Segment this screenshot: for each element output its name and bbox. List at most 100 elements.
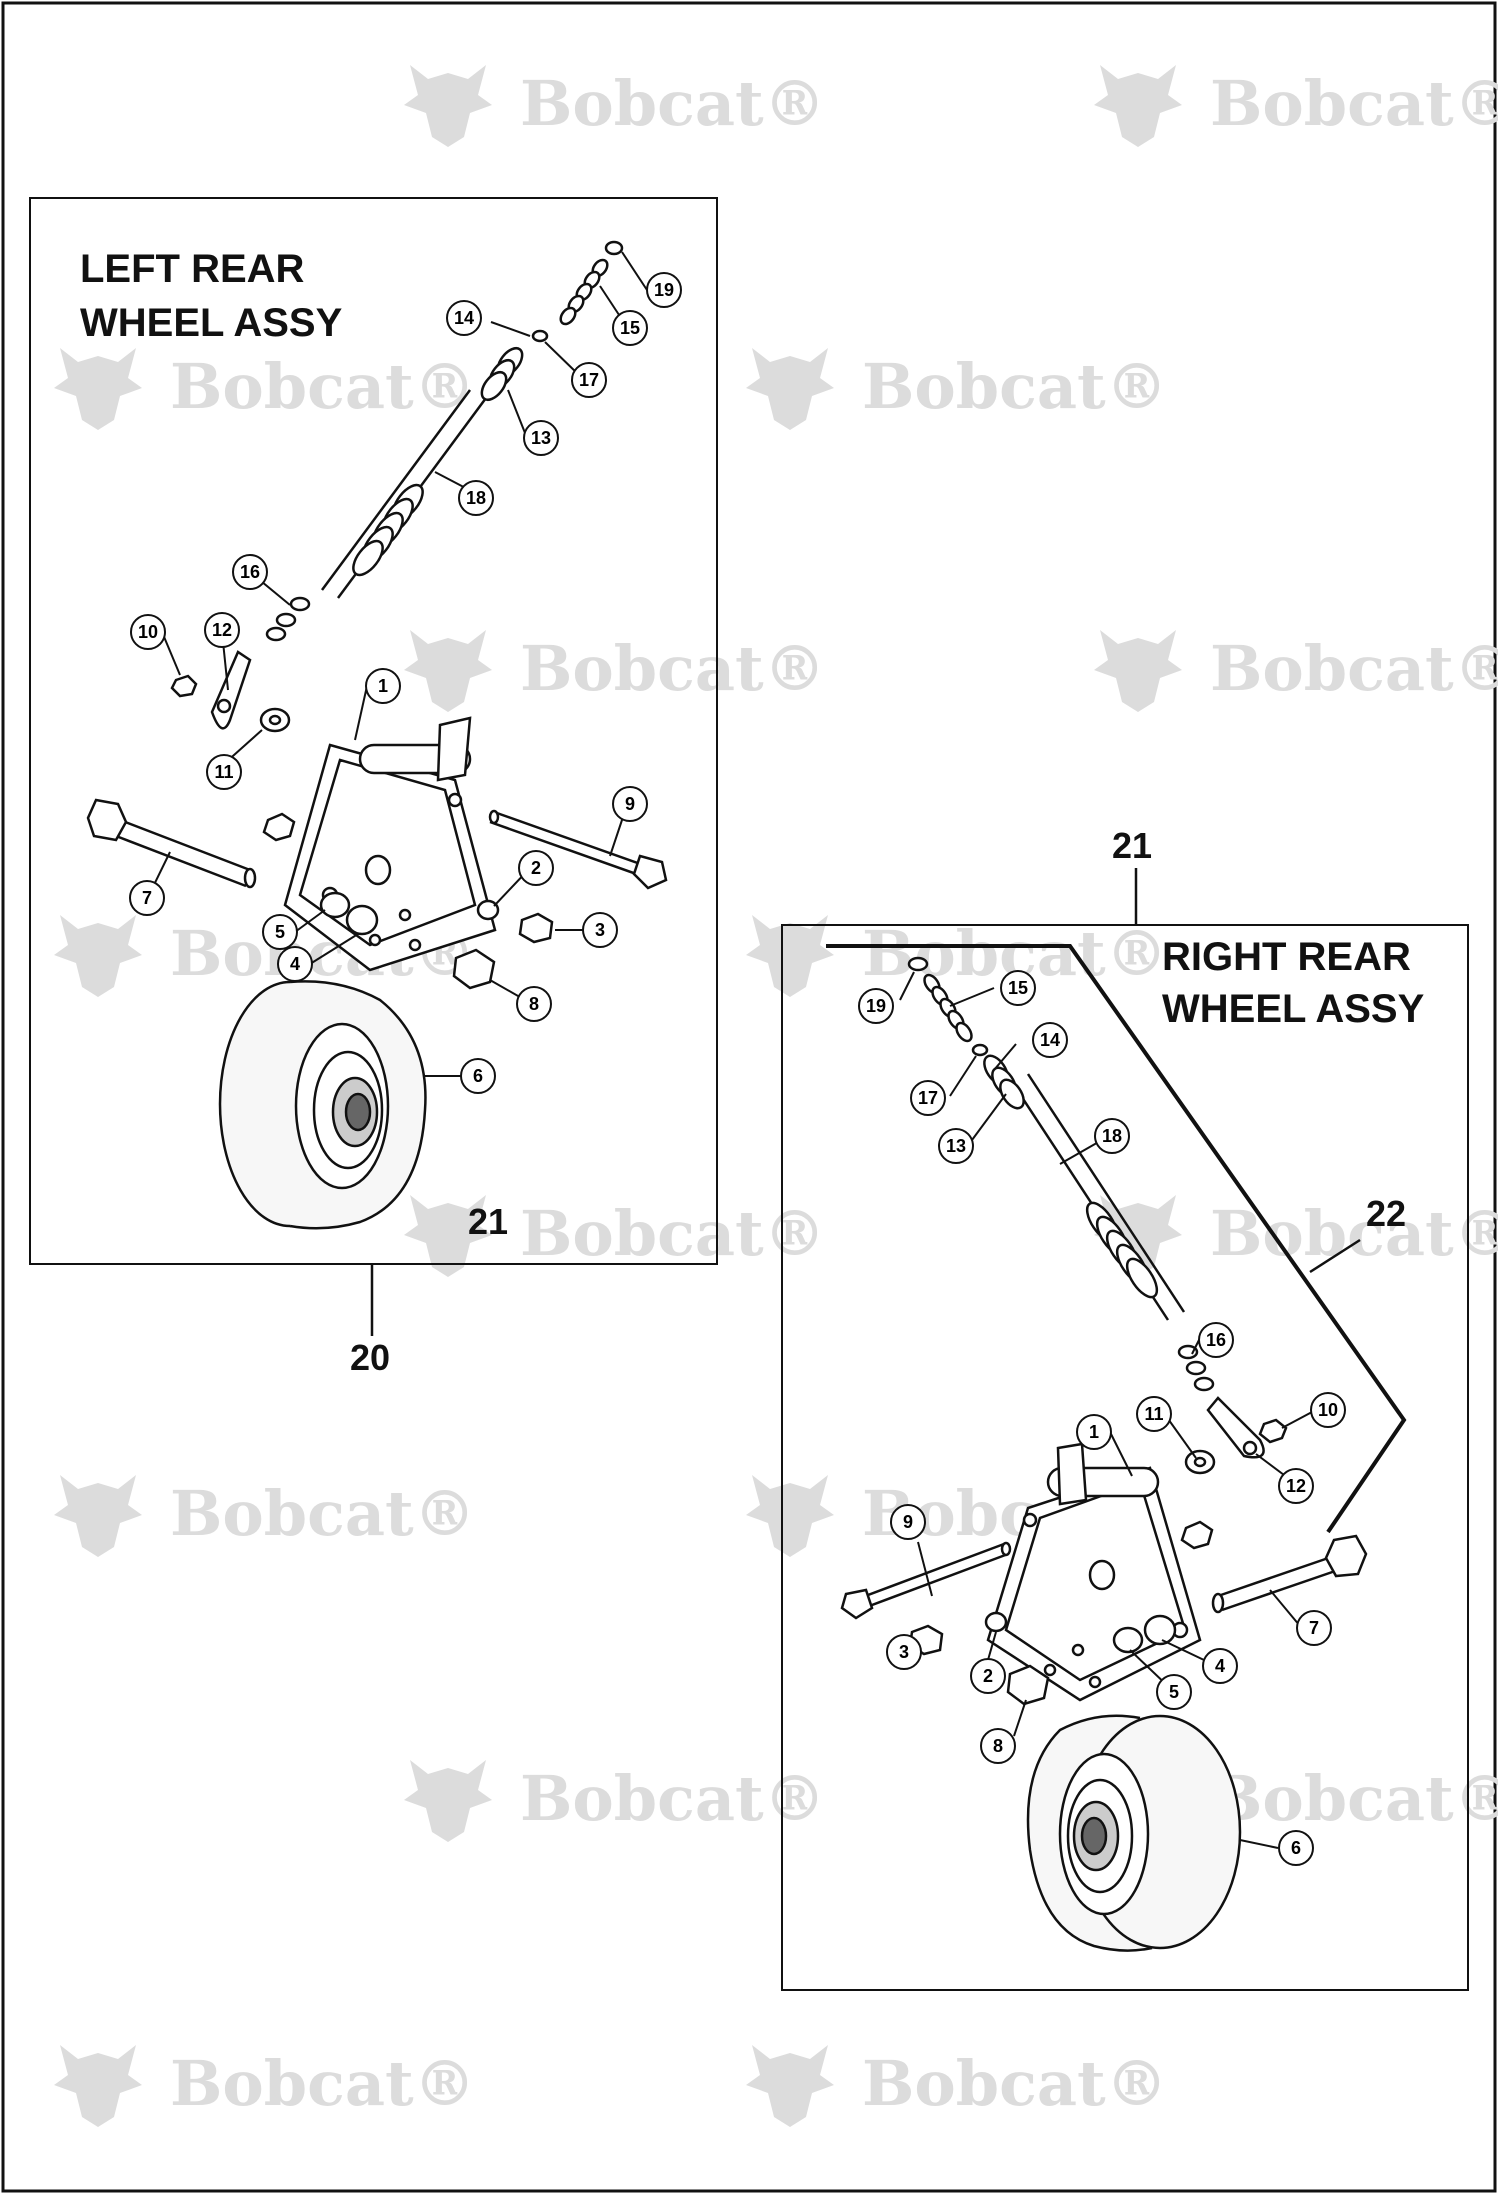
right-assembly-group-line	[826, 944, 1407, 1534]
watermark-logo: Bobcat®	[1094, 1195, 1498, 1277]
watermark-text: Bobcat®	[862, 350, 1168, 423]
left-callout-13: 13	[523, 420, 559, 456]
svg-text:19: 19	[866, 996, 886, 1016]
watermark-logo: Bobcat®	[746, 915, 1168, 997]
watermark-logo: Bobcat®	[404, 1195, 826, 1277]
svg-text:10: 10	[138, 622, 158, 642]
svg-text:18: 18	[1102, 1126, 1122, 1146]
watermark-text: Bobcat®	[520, 1197, 826, 1270]
svg-text:13: 13	[531, 428, 551, 448]
right-callout-18: 18	[1094, 1118, 1130, 1154]
left-callout-9: 9	[612, 786, 648, 822]
left-callout-bubbles: 1 2 3 4 5 6 7 8 9 10 11 12 13 14 15 16 1…	[129, 272, 682, 1094]
svg-text:11: 11	[1144, 1404, 1163, 1424]
right-tire-part	[1026, 1714, 1242, 1952]
bobcat-logo-icon	[404, 1760, 492, 1842]
right-callout-15: 15	[1000, 970, 1036, 1006]
watermark-text: Bobcat®	[520, 1762, 826, 1835]
svg-text:2: 2	[983, 1666, 993, 1686]
right-callout-4: 4	[1202, 1648, 1238, 1684]
left-callout-15: 15	[612, 310, 648, 346]
svg-text:2: 2	[531, 858, 541, 878]
left-callout-2: 2	[518, 850, 554, 886]
right-shaft-part	[907, 956, 1288, 1475]
svg-text:17: 17	[579, 370, 599, 390]
left-assembly-frame	[29, 197, 718, 1265]
left-bolt-7	[86, 798, 257, 889]
bobcat-logo-icon	[746, 348, 834, 430]
svg-text:4: 4	[290, 954, 300, 974]
left-bolt-9	[488, 809, 668, 890]
left-assembly-title-line2: WHEEL ASSY	[80, 301, 343, 345]
left-callout-4: 4	[277, 946, 313, 982]
svg-text:15: 15	[620, 318, 640, 338]
right-callout-3: 3	[886, 1634, 922, 1670]
bobcat-logo-icon	[404, 65, 492, 147]
watermark-text: Bobcat®	[1210, 67, 1498, 140]
left-small-nut	[262, 812, 296, 842]
bobcat-logo-icon	[54, 348, 142, 430]
right-callout-bubbles: 1 2 3 4 5 6 7 8 9 10 11 12 13 14 15 16 1…	[858, 970, 1346, 1866]
watermark-logo: Bobcat®	[404, 1760, 826, 1842]
svg-text:14: 14	[1040, 1030, 1060, 1050]
left-callout-17: 17	[571, 362, 607, 398]
svg-text:16: 16	[1206, 1330, 1226, 1350]
watermark-text: Bobcat®	[1210, 1197, 1498, 1270]
bobcat-logo-icon	[54, 1475, 142, 1557]
watermark-text: Bobcat®	[520, 67, 826, 140]
svg-text:9: 9	[903, 1512, 913, 1532]
right-callout-11: 11	[1136, 1396, 1172, 1432]
right-rear-wheel-assembly: 21 RIGHT REAR WHEEL ASSY 22	[781, 825, 1469, 1991]
right-spring-15	[923, 973, 973, 1043]
bobcat-logo-icon	[54, 915, 142, 997]
svg-text:8: 8	[993, 1736, 1003, 1756]
left-assembly-label-20: 20	[350, 1337, 390, 1378]
watermark-text: Bobcat®	[170, 350, 476, 423]
left-callout-1: 1	[365, 668, 401, 704]
right-callout-17: 17	[910, 1080, 946, 1116]
left-shaft-part	[170, 240, 624, 733]
right-callout-16: 16	[1198, 1322, 1234, 1358]
svg-text:17: 17	[918, 1088, 938, 1108]
right-callout-12: 12	[1278, 1468, 1314, 1504]
svg-text:4: 4	[1215, 1656, 1225, 1676]
right-assembly-label-21: 21	[1112, 825, 1152, 866]
svg-text:13: 13	[946, 1136, 966, 1156]
left-callout-5: 5	[262, 914, 298, 950]
watermark-text: Bobcat®	[1210, 632, 1498, 705]
svg-text:1: 1	[378, 676, 388, 696]
svg-text:14: 14	[454, 308, 474, 328]
right-bracket-part	[984, 1442, 1202, 1702]
bobcat-logo-icon	[54, 2045, 142, 2127]
watermark-text: Bobcat®	[170, 2047, 476, 2120]
right-assembly-title-line2: WHEEL ASSY	[1162, 987, 1425, 1031]
watermark-logo: Bobcat®	[1094, 630, 1498, 712]
left-callout-16: 16	[232, 554, 268, 590]
left-callout-10: 10	[130, 614, 166, 650]
bobcat-logo-icon	[404, 1195, 492, 1277]
svg-text:3: 3	[899, 1642, 909, 1662]
right-callout-5: 5	[1156, 1674, 1192, 1710]
watermark-text: Bobcat®	[1210, 1762, 1498, 1835]
watermark-logo: Bobcat®	[746, 2045, 1168, 2127]
svg-text:12: 12	[1286, 1476, 1306, 1496]
right-callout-7: 7	[1296, 1610, 1332, 1646]
right-bolt-7	[1211, 1534, 1368, 1614]
svg-text:16: 16	[240, 562, 260, 582]
right-callout-2: 2	[970, 1658, 1006, 1694]
svg-text:7: 7	[1309, 1618, 1319, 1638]
svg-text:5: 5	[275, 922, 285, 942]
left-nut-8	[452, 948, 496, 990]
left-rear-wheel-assembly: LEFT REAR WHEEL ASSY	[29, 197, 718, 1378]
right-callout-9: 9	[890, 1504, 926, 1540]
svg-text:11: 11	[214, 762, 233, 782]
left-callout-12: 12	[204, 612, 240, 648]
right-nut-8	[1006, 1664, 1050, 1706]
watermark-logo: Bobcat®	[54, 1475, 476, 1557]
left-callout-3: 3	[582, 912, 618, 948]
bobcat-logo-icon	[746, 1475, 834, 1557]
right-callout-10: 10	[1310, 1392, 1346, 1428]
watermark-text: Bobcat®	[520, 632, 826, 705]
